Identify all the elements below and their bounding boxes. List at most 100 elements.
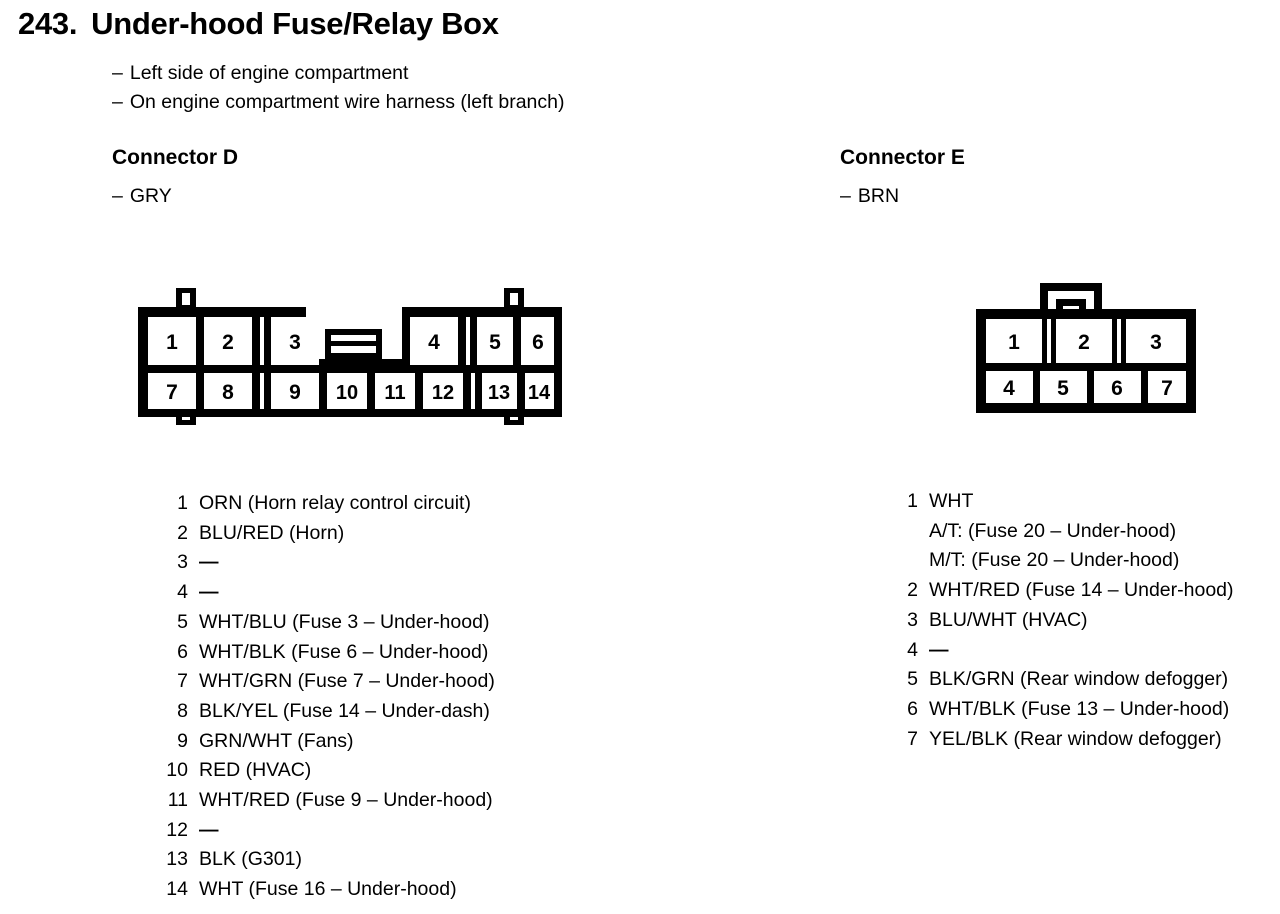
pin-label: 12 (432, 382, 454, 404)
pin-list-row: 4— (160, 578, 495, 608)
pin-description: WHT (Fuse 16 – Under-hood) (199, 878, 457, 901)
pin-number: 8 (177, 699, 188, 722)
pin-label: 5 (489, 331, 501, 354)
pin-number: 12 (166, 818, 188, 841)
pin-number: 6 (907, 697, 918, 720)
pin-number: 13 (166, 848, 188, 871)
connector-d-pin-diagram: 1 2 3 4 5 6 7 8 9 10 11 12 13 14 (130, 283, 590, 433)
pin-subline-text: M/T: (Fuse 20 – Under-hood) (929, 549, 1180, 572)
pin-description: WHT/BLU (Fuse 3 – Under-hood) (199, 610, 490, 633)
pin-label: 10 (336, 382, 358, 404)
pin-label: 13 (488, 382, 510, 404)
pin-description: WHT/RED (Fuse 9 – Under-hood) (199, 789, 493, 812)
connector-body (976, 309, 1196, 413)
pin-number: 9 (177, 729, 188, 752)
pin-description: — (199, 551, 219, 574)
pin-description: WHT/GRN (Fuse 7 – Under-hood) (199, 670, 495, 693)
pin-subline: 1A/T: (Fuse 20 – Under-hood) (890, 517, 1234, 547)
center-lock-tab-icon (325, 329, 382, 361)
bullet-dash-icon: – (840, 185, 851, 207)
pin-label: 6 (1111, 377, 1123, 400)
connector-e-heading: Connector E (840, 146, 965, 169)
pin-list-row: 5 WHT/BLU (Fuse 3 – Under-hood) (160, 608, 495, 638)
pin-description: WHT/BLK (Fuse 13 – Under-hood) (929, 697, 1230, 720)
pin-description: — (929, 638, 949, 661)
pin-number: 4 (177, 581, 188, 604)
connector-d-header: Connector D –GRY (112, 146, 238, 208)
pin-label: 11 (384, 382, 405, 404)
pin-list-row: 4— (890, 636, 1234, 666)
pin-number: 2 (907, 579, 918, 602)
pin-label: 9 (289, 381, 301, 404)
pin-description: — (199, 818, 219, 841)
pin-list-row: 5 BLK/GRN (Rear window defogger) (890, 665, 1234, 695)
pin-description: WHT (929, 490, 974, 512)
pin-number: 5 (177, 610, 188, 633)
pin-label: 3 (289, 331, 301, 354)
connector-d-color: –GRY (112, 185, 238, 208)
page-title: 243.Under-hood Fuse/Relay Box (18, 6, 499, 42)
connector-d-svg: 1 2 3 4 5 6 7 8 9 10 11 12 13 14 (138, 288, 562, 425)
pin-list-row: 12 — (160, 816, 495, 846)
pin-label: 4 (428, 331, 440, 354)
connector-body (138, 307, 562, 417)
pin-description: BLU/WHT (HVAC) (929, 608, 1088, 631)
bullet-dash-icon: – (112, 62, 123, 84)
pin-label: 3 (1150, 331, 1162, 354)
location-notes: –Left side of engine compartment –On eng… (112, 59, 564, 117)
pin-list-row: 3— (160, 548, 495, 578)
connector-e-pin-diagram: 1 2 3 4 5 6 7 (966, 275, 1206, 425)
pin-number: 10 (166, 759, 188, 782)
pin-description: WHT/BLK (Fuse 6 – Under-hood) (199, 640, 489, 663)
pin-list-row: 8 BLK/YEL (Fuse 14 – Under-dash) (160, 697, 495, 727)
pin-label: 4 (1003, 377, 1015, 400)
pin-subline: 1M/T: (Fuse 20 – Under-hood) (890, 546, 1234, 576)
pin-number: 3 (907, 608, 918, 631)
pin-description: BLK/GRN (Rear window defogger) (929, 668, 1229, 691)
pin-subline-text: A/T: (Fuse 20 – Under-hood) (929, 519, 1177, 542)
pin-list-row: 13 BLK (G301) (160, 845, 495, 875)
pin-number: 14 (166, 878, 188, 901)
pin-number: 11 (167, 789, 188, 812)
connector-d-color-text: GRY (129, 185, 172, 207)
pin-number: 6 (177, 640, 188, 663)
pin-description: BLK (G301) (199, 848, 302, 871)
pin-list-row: 2 WHT/RED (Fuse 14 – Under-hood) (890, 576, 1234, 606)
bullet-dash-icon: – (112, 91, 123, 113)
connector-e-color-text: BRN (857, 185, 900, 207)
pin-list-row: 3 BLU/WHT (HVAC) (890, 606, 1234, 636)
pin-description: BLK/YEL (Fuse 14 – Under-dash) (199, 699, 490, 722)
pin-description: WHT/RED (Fuse 14 – Under-hood) (929, 579, 1234, 602)
pin-label: 2 (222, 331, 234, 354)
location-note: –Left side of engine compartment (112, 59, 564, 88)
pin-number: 4 (907, 638, 918, 661)
connector-e-header: Connector E –BRN (840, 146, 965, 208)
connector-e-pin-list: 1 WHT 1A/T: (Fuse 20 – Under-hood)1M/T: (F… (890, 487, 1234, 755)
pin-list-row: 11 WHT/RED (Fuse 9 – Under-hood) (160, 786, 495, 816)
pin-label: 7 (166, 381, 178, 404)
pin-label: 1 (1008, 331, 1020, 354)
pin-description: — (199, 581, 219, 604)
location-note: –On engine compartment wire harness (lef… (112, 88, 564, 117)
pin-list-row: 6 WHT/BLK (Fuse 6 – Under-hood) (160, 638, 495, 668)
pin-label: 6 (532, 331, 544, 354)
pin-list-row: 14 WHT (Fuse 16 – Under-hood) (160, 875, 495, 905)
pin-number: 5 (907, 668, 918, 691)
location-note-text: On engine compartment wire harness (left… (129, 91, 565, 113)
pin-list-row: 1 WHT (890, 487, 1234, 517)
pin-number: 7 (907, 727, 918, 750)
pin-label: 7 (1161, 377, 1173, 400)
pin-label: 14 (528, 382, 551, 404)
connector-e-svg: 1 2 3 4 5 6 7 (976, 283, 1196, 413)
bullet-dash-icon: – (112, 185, 123, 207)
pin-label: 1 (166, 331, 178, 354)
page-title-text: Under-hood Fuse/Relay Box (91, 6, 499, 41)
pin-number: 1 (907, 490, 918, 512)
location-note-text: Left side of engine compartment (129, 62, 409, 84)
connector-d-heading: Connector D (112, 146, 238, 169)
pin-list-row: 6 WHT/BLK (Fuse 13 – Under-hood) (890, 695, 1234, 725)
pin-label: 5 (1057, 377, 1069, 400)
